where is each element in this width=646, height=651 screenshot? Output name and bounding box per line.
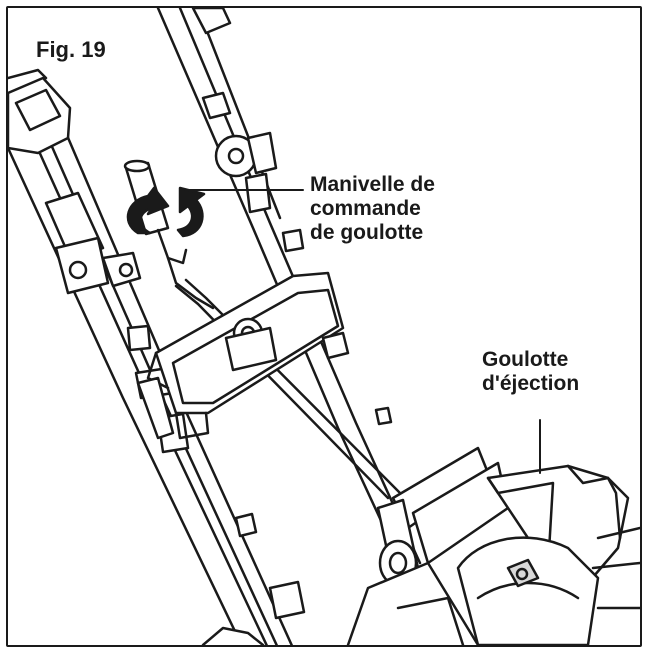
discharge-chute xyxy=(456,464,640,645)
chute-callout-line-1: Goulotte xyxy=(482,348,569,371)
crank-callout-line-1: Manivelle de xyxy=(310,173,435,196)
auger-housing xyxy=(346,446,510,645)
snow-thrower-chute-crank-illustration xyxy=(8,8,640,645)
figure-label: Fig. 19 xyxy=(36,37,106,62)
chute-callout-line-2: d'éjection xyxy=(482,372,580,395)
right-handle-knob xyxy=(191,8,393,426)
dash-panel xyxy=(136,271,350,440)
crank-callout: Manivelle de commande de goulotte xyxy=(310,173,435,245)
crank-callout-line-3: de goulotte xyxy=(310,221,424,244)
lower-left-bolts xyxy=(201,512,306,645)
crank-callout-line-2: commande xyxy=(310,197,421,220)
rotation-arrows xyxy=(126,186,206,238)
left-handle-knob xyxy=(8,68,72,155)
figure-frame: Fig. 19 Manivelle de commande de goulott… xyxy=(6,6,642,647)
chute-callout: Goulotte d'éjection xyxy=(482,348,579,396)
